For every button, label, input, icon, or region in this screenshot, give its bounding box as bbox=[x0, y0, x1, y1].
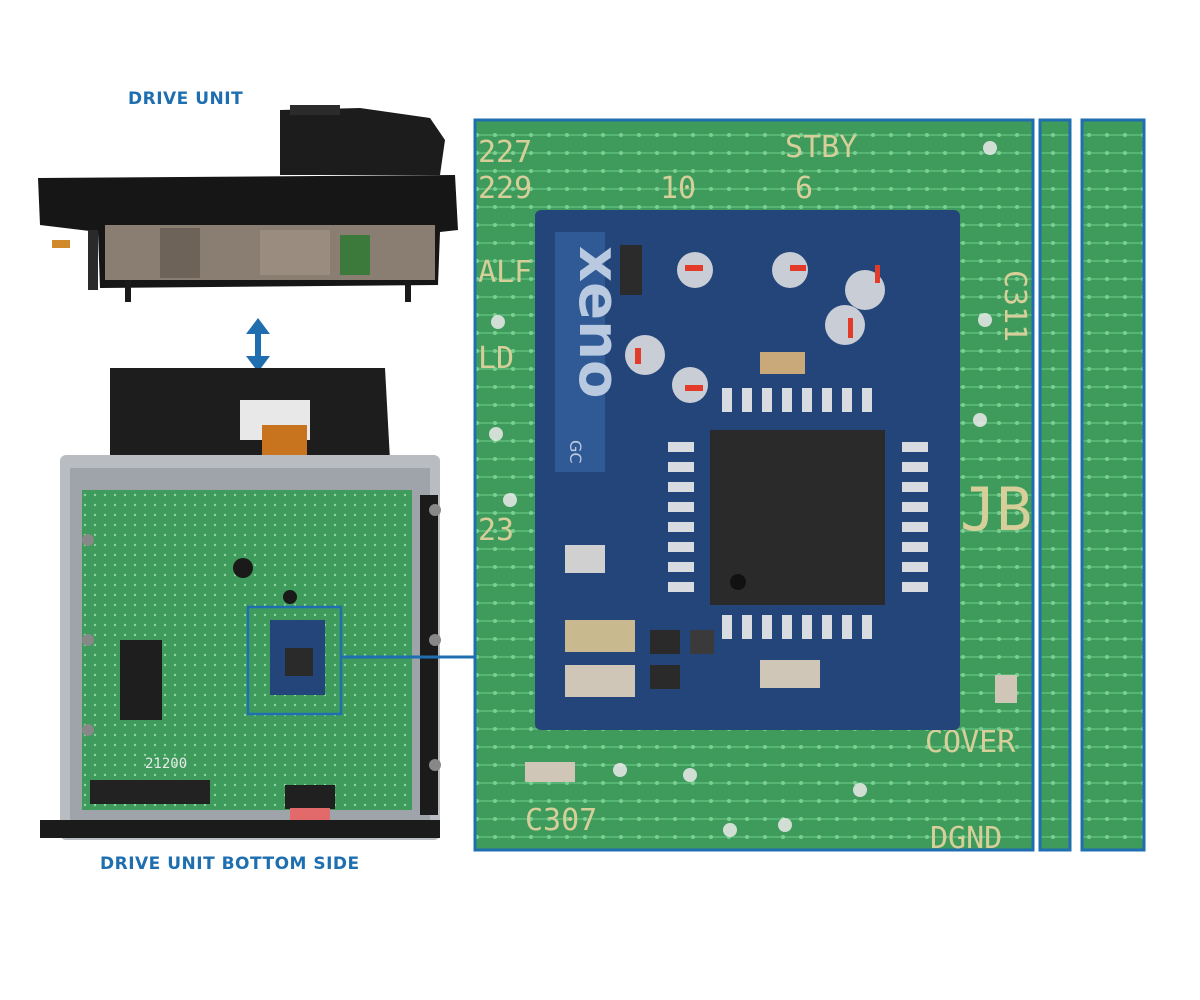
drive-unit-caption: DRIVE UNIT bbox=[128, 89, 244, 109]
xeno-model: GC bbox=[566, 440, 585, 464]
silk-stby: STBY bbox=[785, 130, 857, 165]
zoom-panel-slice-3 bbox=[1080, 118, 1146, 852]
silk-23: 23 bbox=[478, 513, 514, 548]
small-board-code: 21200 bbox=[145, 756, 187, 772]
drive-unit-photo bbox=[38, 105, 458, 302]
silk-6: 6 bbox=[795, 171, 813, 206]
silk-cover: COVER bbox=[925, 725, 1016, 760]
silk-dgnd: DGND bbox=[930, 821, 1002, 856]
double-arrow-icon bbox=[246, 318, 270, 372]
silk-ld: LD bbox=[478, 341, 514, 376]
silk-jb: JB bbox=[960, 475, 1032, 545]
zoom-panel-slice-2 bbox=[1038, 118, 1072, 852]
silk-alf: ALF bbox=[478, 255, 532, 290]
silk-229: 229 bbox=[478, 171, 532, 206]
drive-unit-bottom-caption: DRIVE UNIT BOTTOM SIDE bbox=[100, 854, 360, 874]
silk-c311: C311 bbox=[997, 270, 1032, 342]
silk-c307: C307 bbox=[525, 803, 597, 838]
drive-unit-bottom-photo bbox=[40, 368, 441, 840]
silk-10: 10 bbox=[660, 171, 696, 206]
xeno-chip-board: xeno GC bbox=[535, 210, 960, 730]
silk-227: 227 bbox=[478, 135, 532, 170]
